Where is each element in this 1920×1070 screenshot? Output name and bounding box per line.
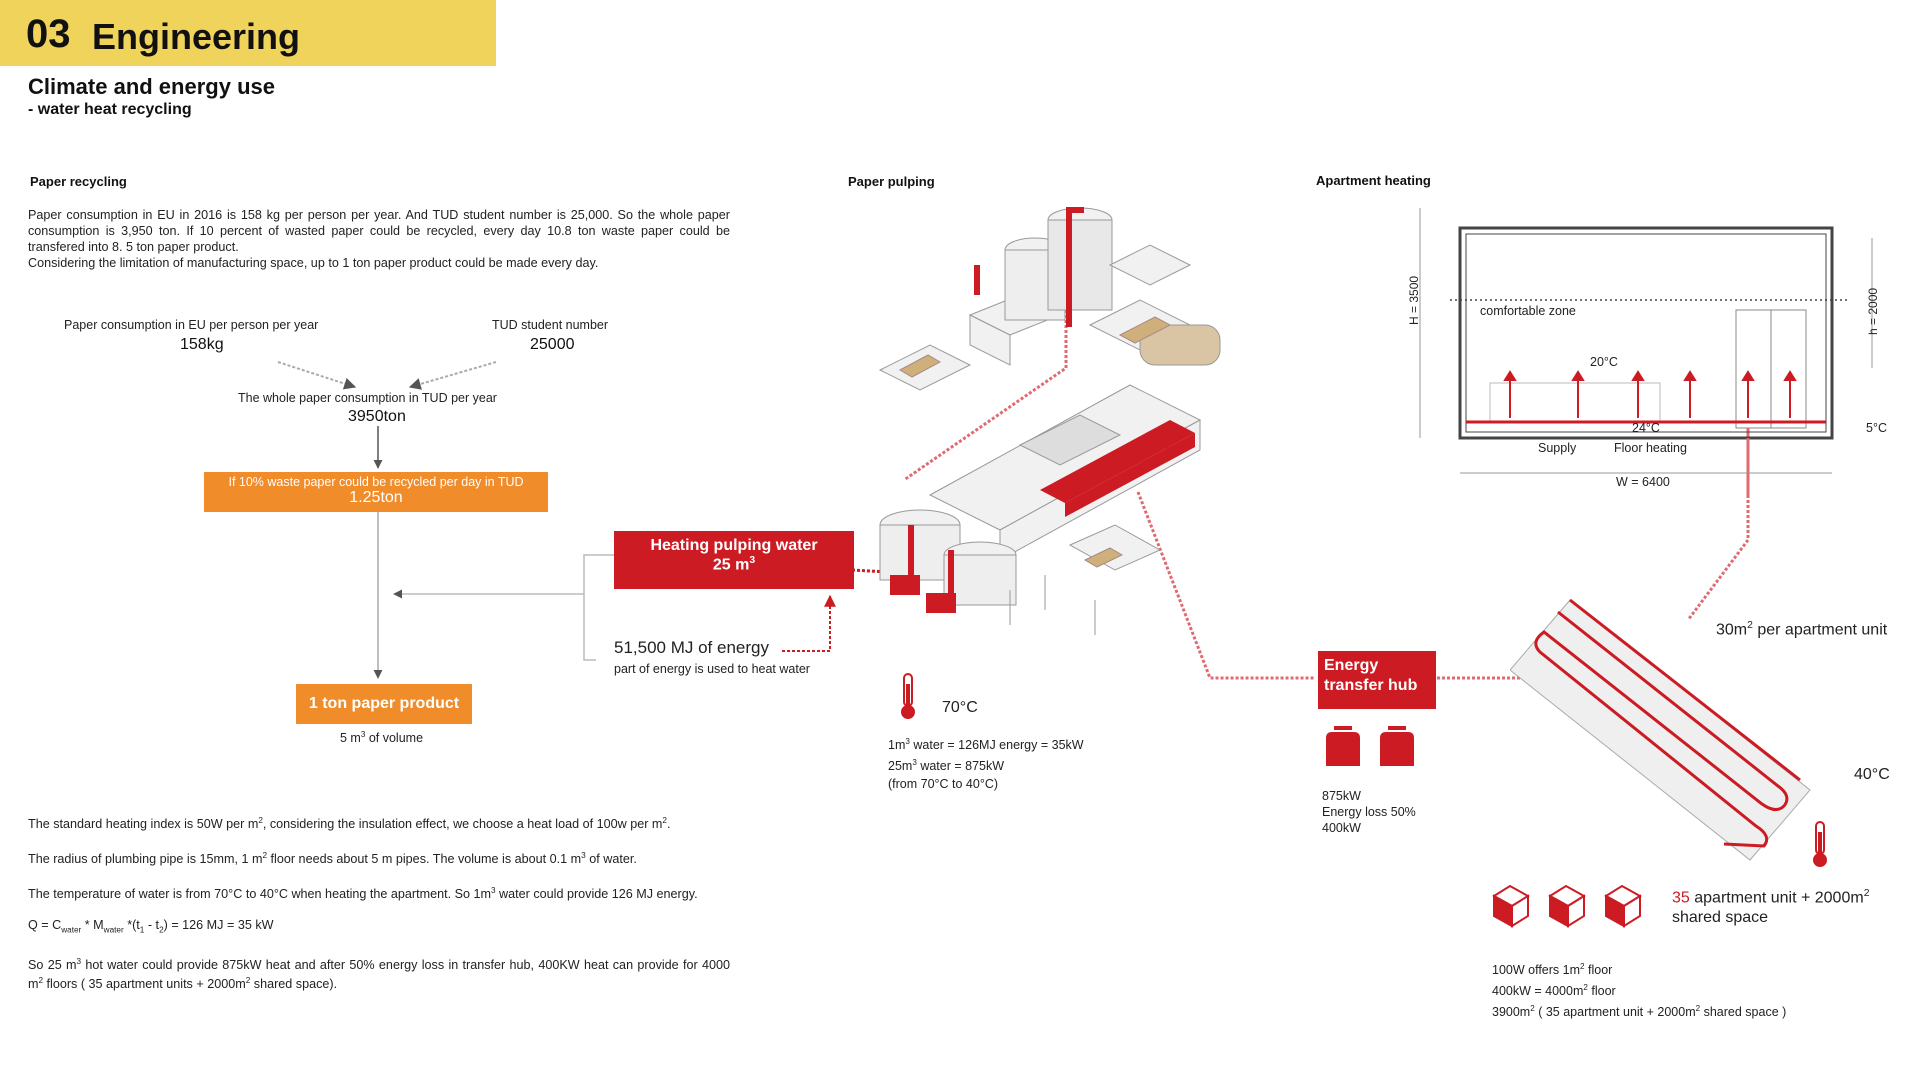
recycling-intro-p2: Considering the limitation of manufactur…: [28, 256, 599, 270]
paper-product-box: 1 ton paper product: [296, 684, 472, 724]
pulping-energy-notes: 1m3 water = 126MJ energy = 35kW 25m3 wat…: [888, 733, 1084, 793]
section-title: Engineering: [92, 16, 301, 57]
heating-water-line2: 25 m3: [712, 555, 756, 574]
hub-value-2: Energy loss 50%: [1322, 805, 1416, 819]
page-subtitle: - water heat recycling: [28, 101, 192, 118]
page-title: Climate and energy use: [28, 74, 275, 99]
recycled-label: If 10% waste paper could be recycled per…: [228, 475, 524, 489]
section-number: 03: [26, 12, 71, 56]
energy-value: 51,500 MJ of energy: [614, 638, 769, 657]
hub-value-3: 400kW: [1322, 821, 1361, 835]
shared-space-label: shared space: [1672, 909, 1769, 926]
thermometer-icon-2: [1813, 821, 1827, 867]
note-1: The standard heating index is 50W per m2…: [28, 816, 671, 832]
note-3: The temperature of water is from 70°C to…: [28, 886, 698, 902]
floor-note-2: 400kW = 4000m2 floor: [1492, 983, 1616, 999]
pulping-note-3: (from 70°C to 40°C): [888, 777, 999, 792]
students-label: TUD student number: [492, 318, 609, 332]
section-label-recycling: Paper recycling: [30, 174, 127, 189]
height-label: H = 3500: [1407, 275, 1421, 325]
whole-consumption-value: 3950ton: [348, 408, 406, 425]
product-volume: 5 m3 of volume: [340, 730, 424, 746]
apartment-section-drawing: [1419, 208, 1873, 498]
recycling-intro: Paper consumption in EU in 2016 is 158 k…: [28, 207, 730, 271]
recycling-intro-p1: Paper consumption in EU in 2016 is 158 k…: [28, 208, 730, 254]
energy-hub-box: Energy transfer hub: [1318, 651, 1436, 709]
note-2: The radius of plumbing pipe is 15mm, 1 m…: [28, 851, 637, 867]
floor-area-notes: 100W offers 1m2 floor 400kW = 4000m2 flo…: [1492, 958, 1786, 1021]
pulping-temp: 70°C: [942, 699, 978, 716]
floor-note-1: 100W offers 1m2 floor: [1492, 962, 1613, 978]
floor-note-3: 3900m2 ( 35 apartment unit + 2000m2 shar…: [1492, 1004, 1787, 1020]
hub-value-1: 875kW: [1322, 789, 1361, 803]
h-label: h = 2000: [1866, 287, 1880, 335]
energy-note: part of energy is used to heat water: [614, 662, 810, 676]
hub-line2: transfer hub: [1324, 677, 1418, 694]
pulping-note-1: 1m3 water = 126MJ energy = 35kW: [888, 737, 1084, 753]
apartment-unit-cubes: [1492, 884, 1642, 928]
hub-values: 875kW Energy loss 50% 400kW: [1322, 788, 1416, 836]
note-4: Q = Cwater * Mwater *(t1 - t2) = 126 MJ …: [28, 917, 274, 935]
note-5: So 25 m3 hot water could provide 875kW h…: [28, 957, 730, 992]
heating-water-line1: Heating pulping water: [650, 537, 818, 554]
apartment-count: 35 apartment unit + 2000m2: [1672, 888, 1870, 907]
temp-20-label: 20°C: [1590, 355, 1618, 369]
width-label: W = 6400: [1616, 475, 1670, 489]
supply-label: Supply: [1538, 441, 1577, 455]
recycled-value: 1.25ton: [349, 489, 403, 506]
consumption-value: 158kg: [180, 336, 224, 353]
notes-block: The standard heating index is 50W per m2…: [28, 813, 730, 992]
whole-consumption-label: The whole paper consumption in TUD per y…: [238, 391, 497, 405]
consumption-label: Paper consumption in EU per person per y…: [64, 318, 319, 332]
pulping-machines-illustration: [878, 207, 1221, 635]
temp-24-label: 24°C: [1632, 421, 1660, 435]
header-band: [0, 0, 496, 66]
thermometer-icon: [901, 673, 915, 719]
section-label-pulping: Paper pulping: [848, 174, 935, 189]
floor-heating-coil: [1510, 598, 1811, 861]
section-label-apartment: Apartment heating: [1316, 173, 1431, 188]
pulping-note-2: 25m3 water = 875kW: [888, 758, 1005, 774]
heating-water-box: Heating pulping water 25 m3: [614, 531, 854, 589]
pump-icons: [1326, 726, 1414, 766]
recycled-box: If 10% waste paper could be recycled per…: [204, 472, 548, 512]
comfortable-zone-label: comfortable zone: [1480, 304, 1576, 318]
hub-line1: Energy: [1324, 657, 1379, 674]
per-unit-label: 30m2 per apartment unit: [1716, 620, 1888, 639]
temp-40-label: 40°C: [1854, 766, 1890, 783]
floor-heating-label: Floor heating: [1614, 441, 1687, 455]
temp-5-label: 5°C: [1866, 421, 1887, 435]
students-value: 25000: [530, 336, 575, 353]
